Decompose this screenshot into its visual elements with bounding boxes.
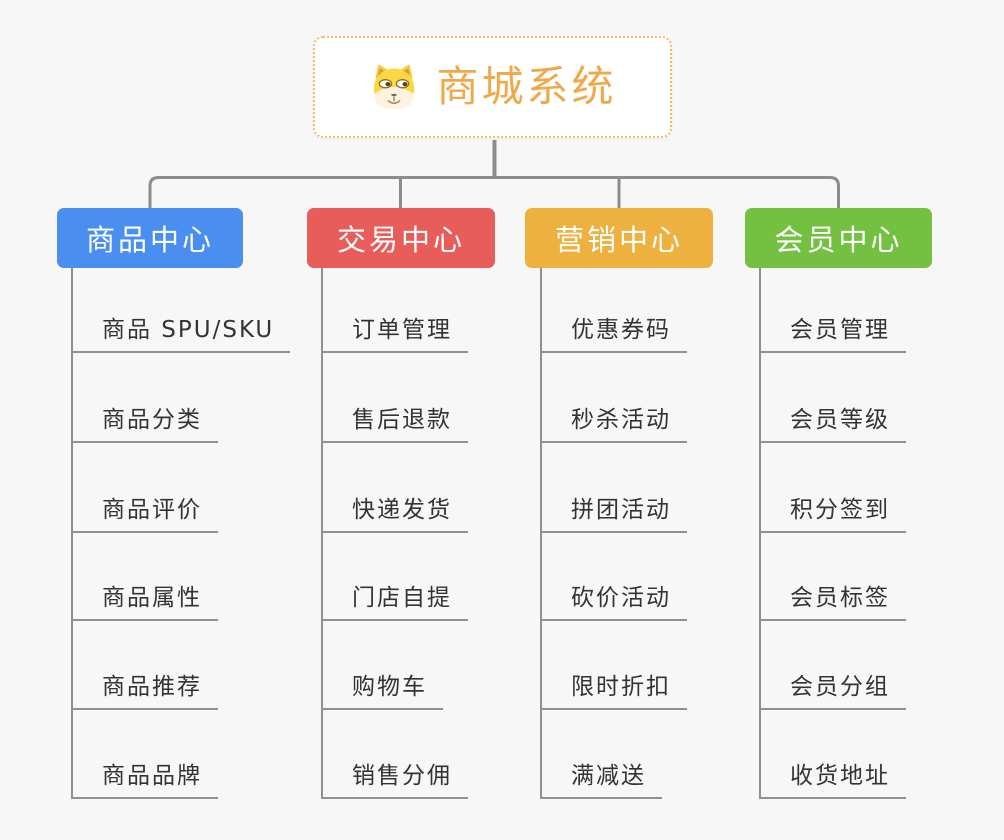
leaf-topic[interactable]: 会员标签	[759, 583, 906, 621]
dog-face-icon	[368, 61, 420, 113]
leaf-topic[interactable]: 优惠券码	[540, 315, 687, 353]
leaf-topic[interactable]: 商品评价	[71, 495, 218, 533]
leaf-topic[interactable]: 快递发货	[321, 495, 468, 533]
branch-spine-product	[71, 268, 73, 799]
branch-spine-trade	[321, 268, 323, 799]
branch-spine-marketing	[540, 268, 542, 799]
leaf-topic[interactable]: 商品分类	[71, 405, 218, 443]
root-title: 商城系统	[436, 62, 617, 111]
leaf-topic[interactable]: 收货地址	[759, 761, 906, 799]
branch-box-trade-center[interactable]: 交易中心	[307, 208, 495, 268]
branch-box-product-center[interactable]: 商品中心	[57, 208, 243, 268]
leaf-topic[interactable]: 商品属性	[71, 583, 218, 621]
leaf-topic[interactable]: 会员等级	[759, 405, 906, 443]
leaf-topic[interactable]: 售后退款	[321, 405, 468, 443]
leaf-topic[interactable]: 会员分组	[759, 672, 906, 710]
leaf-topic[interactable]: 订单管理	[321, 315, 468, 353]
leaf-topic[interactable]: 商品推荐	[71, 672, 218, 710]
leaf-topic[interactable]: 秒杀活动	[540, 405, 687, 443]
root-node-mall-system[interactable]: 商城系统	[313, 36, 672, 138]
leaf-topic[interactable]: 商品品牌	[71, 761, 218, 799]
branch-spine-member	[759, 268, 761, 799]
leaf-topic[interactable]: 砍价活动	[540, 583, 687, 621]
leaf-topic[interactable]: 拼团活动	[540, 495, 687, 533]
leaf-topic[interactable]: 购物车	[321, 672, 443, 710]
leaf-topic[interactable]: 限时折扣	[540, 672, 687, 710]
leaf-topic[interactable]: 满减送	[540, 761, 662, 799]
leaf-topic[interactable]: 会员管理	[759, 315, 906, 353]
branch-box-marketing-center[interactable]: 营销中心	[525, 208, 713, 268]
leaf-topic[interactable]: 销售分佣	[321, 761, 468, 799]
leaf-topic[interactable]: 积分签到	[759, 495, 906, 533]
branch-box-member-center[interactable]: 会员中心	[745, 208, 932, 268]
leaf-topic[interactable]: 门店自提	[321, 583, 468, 621]
leaf-topic[interactable]: 商品 SPU/SKU	[71, 315, 291, 353]
